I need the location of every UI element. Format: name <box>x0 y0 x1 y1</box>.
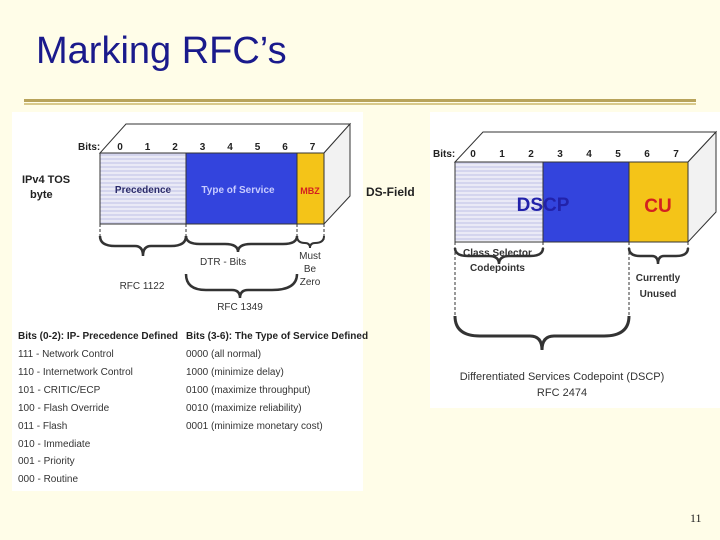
ds-bit-3: 3 <box>557 149 563 160</box>
tos-bit-6: 6 <box>282 142 288 153</box>
tos-row-label-2: byte <box>30 189 53 201</box>
precedence-legend-heading: Bits (0-2): IP- Precedence Defined <box>18 331 179 342</box>
tos-legend-item-0: 0000 (all normal) <box>186 349 262 360</box>
rfc1349-label: RFC 1349 <box>217 302 263 313</box>
ds-bit-2: 2 <box>528 149 534 160</box>
precedence-field <box>99 152 187 225</box>
slide-title: Marking RFC’s <box>36 30 287 72</box>
precedence-label: Precedence <box>115 185 172 196</box>
cu-field <box>628 161 689 243</box>
dscp-brace <box>453 315 631 351</box>
right-ds-diagram: Bits: 0 1 2 3 4 5 6 7 DS-Field DSCP CU Class Se… <box>366 130 718 399</box>
ds-bit-1: 1 <box>499 149 505 160</box>
mbz-field <box>296 152 325 225</box>
ds-bit-numbers: 0 1 2 3 4 5 6 7 <box>470 149 679 160</box>
class-selector-field <box>454 161 544 243</box>
tos-bit-2: 2 <box>172 142 178 153</box>
tos-legend-item-3: 0010 (maximize reliability) <box>186 402 302 414</box>
precedence-legend-item-5: 010 - Immediate <box>18 438 91 450</box>
tos-legend-item-4: 0001 (minimize monetary cost) <box>186 420 323 432</box>
tos-bit-7: 7 <box>310 142 316 153</box>
ds-field-label: DS-Field <box>366 185 415 199</box>
title-underline <box>24 99 696 107</box>
ds-bit-7: 7 <box>673 149 679 160</box>
tos-bits-label: Bits: <box>78 142 100 153</box>
tos-bit-3: 3 <box>200 142 206 153</box>
rfc1349-brace <box>184 273 299 299</box>
precedence-legend-item-3: 100 - Flash Override <box>18 402 110 414</box>
ds-bits-label: Bits: <box>433 149 455 160</box>
tos-legend-item-2: 0100 (maximize throughput) <box>186 384 311 396</box>
precedence-legend-item-6: 001 - Priority <box>18 456 75 468</box>
tos-bit-numbers: 0 1 2 3 4 5 6 7 <box>117 142 316 153</box>
tos-bit-0: 0 <box>117 142 123 153</box>
precedence-legend-item-2: 101 - CRITIC/ECP <box>18 384 101 396</box>
currently-unused-1: Currently <box>636 273 681 284</box>
must-be-zero-3: Zero <box>300 277 321 288</box>
rfc1122-brace <box>98 235 188 257</box>
ds-bit-5: 5 <box>615 149 621 160</box>
tos-label: Type of Service <box>201 185 275 196</box>
precedence-legend-item-7: 000 - Routine <box>18 474 79 486</box>
must-be-zero-2: Be <box>304 264 317 275</box>
rfc1122-label: RFC 1122 <box>120 281 165 292</box>
dtr-bits-label: DTR - Bits <box>200 257 246 268</box>
class-selector-label-1: Class Selector <box>463 248 532 259</box>
class-selector-label-2: Codepoints <box>470 263 525 274</box>
page-number: 11 <box>690 511 702 525</box>
tos-row-label-1: IPv4 TOS <box>22 174 70 186</box>
ds-bit-0: 0 <box>470 149 476 160</box>
precedence-legend-item-0: 111 - Network Control <box>18 349 114 360</box>
tos-bit-5: 5 <box>255 142 261 153</box>
tos-bit-4: 4 <box>227 142 233 153</box>
cu-label: CU <box>644 196 671 217</box>
dscp-label: DSCP <box>517 195 570 216</box>
dscp-caption: Differentiated Services Codepoint (DSCP) <box>460 371 665 383</box>
must-be-zero-1: Must <box>299 251 321 262</box>
precedence-legend-item-4: 011 - Flash <box>18 420 68 432</box>
tos-legend-heading: Bits (3-6): The Type of Service Defined <box>186 331 369 342</box>
precedence-legend-item-1: 110 - Internetwork Control <box>18 366 133 378</box>
dscp-field <box>542 161 630 243</box>
tos-legend-item-1: 1000 (minimize delay) <box>186 366 284 378</box>
tos-bit-1: 1 <box>145 142 151 153</box>
rfc2474-label: RFC 2474 <box>537 387 587 399</box>
dtr-brace <box>184 235 299 253</box>
class-selector-brace <box>453 247 545 265</box>
ds-bit-6: 6 <box>644 149 650 160</box>
mbz-brace <box>296 235 325 249</box>
cu-brace <box>627 247 690 265</box>
mbz-label: MBZ <box>300 186 320 196</box>
ds-bit-4: 4 <box>586 149 592 160</box>
currently-unused-2: Unused <box>640 289 677 300</box>
